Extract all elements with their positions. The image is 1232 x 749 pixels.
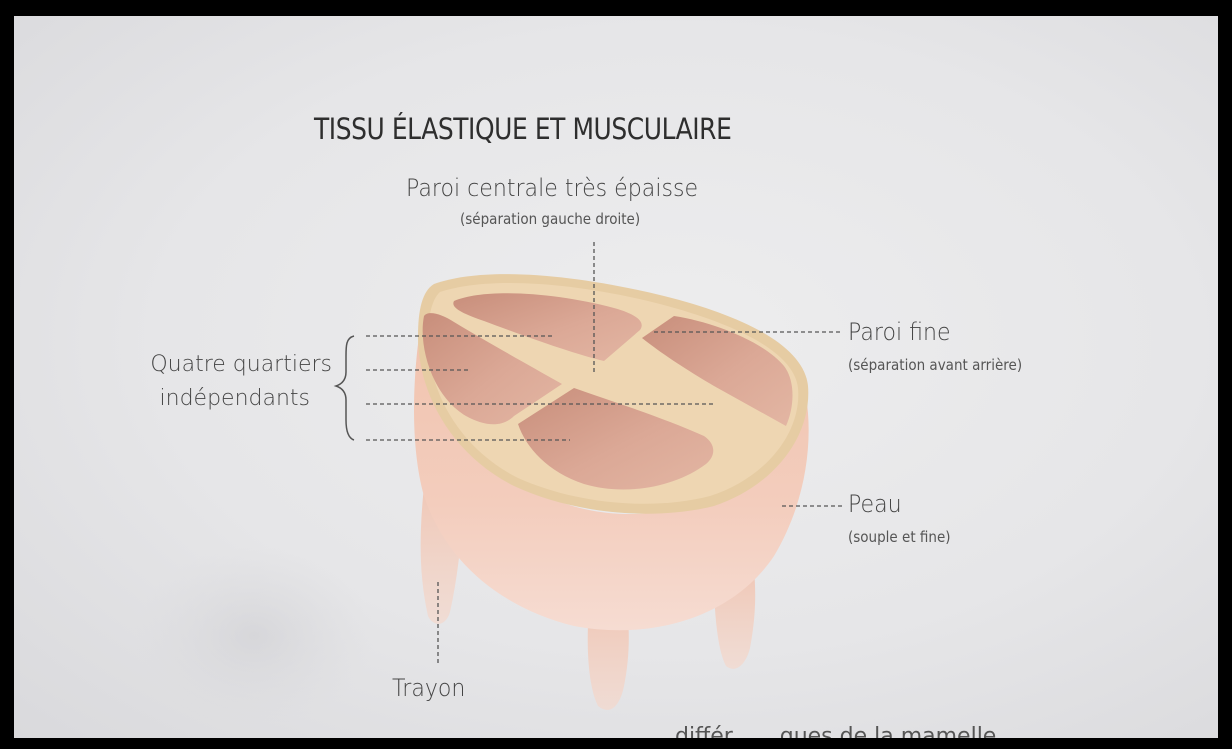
book-page: TISSU ÉLASTIQUE ET MUSCULAIRE Paroi cent… bbox=[14, 16, 1218, 738]
label-paroi-fine-note: (séparation avant arrière) bbox=[848, 356, 1022, 374]
background-shadow bbox=[134, 546, 374, 726]
brace-icon bbox=[336, 336, 354, 440]
label-peau: Peau bbox=[848, 490, 902, 518]
cut-off-text: ...différ... ...ques de la mamelle bbox=[654, 724, 996, 738]
label-peau-note: (souple et fine) bbox=[848, 528, 951, 546]
label-quatre-quartiers: Quatre quartiers bbox=[92, 352, 332, 377]
label-paroi-centrale-note: (séparation gauche droite) bbox=[460, 210, 640, 228]
diagram-title: TISSU ÉLASTIQUE ET MUSCULAIRE bbox=[314, 112, 731, 146]
label-independants: indépendants bbox=[92, 386, 310, 411]
label-paroi-fine: Paroi fine bbox=[848, 318, 951, 346]
label-paroi-centrale: Paroi centrale très épaisse bbox=[406, 174, 698, 202]
label-trayon: Trayon bbox=[392, 674, 465, 702]
